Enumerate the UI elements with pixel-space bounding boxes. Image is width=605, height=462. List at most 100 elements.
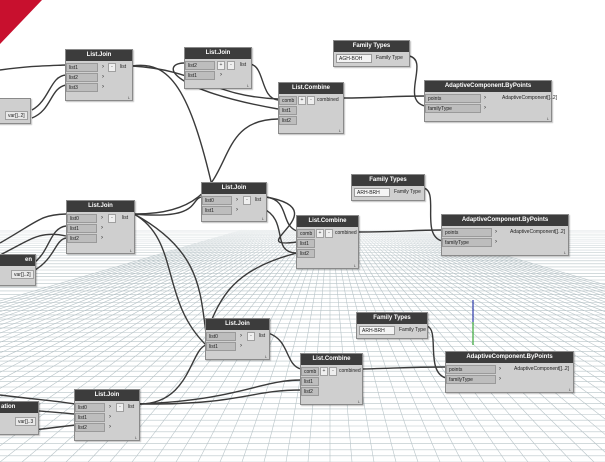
output-port[interactable]: Family Type bbox=[376, 55, 403, 61]
output-port[interactable]: AdaptiveComponent[]..2] bbox=[514, 366, 570, 372]
input-port[interactable]: list1 bbox=[297, 239, 315, 248]
family-type-dropdown[interactable]: ARH-BRH bbox=[354, 188, 390, 197]
input-port[interactable]: familyType bbox=[442, 238, 492, 247]
wire bbox=[0, 64, 67, 71]
node-adaptive-component-2[interactable]: AdaptiveComponent.ByPoints points › Adap… bbox=[441, 214, 569, 256]
grid-line bbox=[0, 229, 284, 389]
output-port[interactable]: combined bbox=[317, 97, 339, 103]
input-port[interactable]: list2 bbox=[301, 387, 319, 396]
lacing-indicator: L bbox=[357, 399, 360, 404]
input-port[interactable]: list1 bbox=[301, 377, 319, 386]
input-port[interactable]: list2 bbox=[185, 61, 215, 70]
node-list-join-2[interactable]: List.Join list2 + - list list1 › L bbox=[184, 47, 252, 89]
node-list-join-5[interactable]: List.Join list0 › - list list1 › L bbox=[205, 318, 270, 360]
wire bbox=[408, 55, 426, 107]
input-port[interactable]: list0 bbox=[67, 214, 97, 223]
input-port[interactable]: list1 bbox=[279, 106, 297, 115]
input-port[interactable]: points bbox=[425, 94, 481, 103]
partial-node-edge-2[interactable]: en var[]..2] bbox=[0, 254, 36, 286]
remove-input-button[interactable]: - bbox=[108, 63, 116, 72]
input-port[interactable]: list1 bbox=[206, 342, 236, 351]
add-input-button[interactable]: + bbox=[316, 229, 324, 238]
input-port[interactable]: list0 bbox=[206, 332, 236, 341]
add-input-button[interactable]: + bbox=[320, 367, 328, 376]
wire bbox=[265, 196, 298, 244]
input-port[interactable]: list0 bbox=[202, 196, 232, 205]
grid-line bbox=[0, 229, 289, 409]
node-title: List.Combine bbox=[301, 354, 362, 365]
grid-line bbox=[0, 229, 254, 316]
partial-node-edge-1[interactable]: var[]..2] bbox=[0, 98, 31, 124]
input-port[interactable]: comb bbox=[279, 96, 297, 105]
grid-line bbox=[0, 229, 271, 348]
add-input-button[interactable]: + bbox=[217, 61, 225, 70]
grid-line bbox=[362, 229, 605, 420]
input-port[interactable]: list3 bbox=[66, 83, 98, 92]
grid-line bbox=[21, 229, 300, 462]
node-list-join-4[interactable]: List.Join list0 › - list list1 › list2 ›… bbox=[66, 200, 135, 254]
node-output[interactable]: var[]..2] bbox=[5, 111, 28, 120]
output-port[interactable]: list bbox=[259, 333, 266, 339]
input-port[interactable]: list2 bbox=[297, 249, 315, 258]
node-family-types-3[interactable]: Family Types ARH-BRH Family Type bbox=[356, 312, 428, 339]
input-port[interactable]: points bbox=[446, 365, 496, 374]
node-output[interactable]: var[]..2] bbox=[11, 270, 34, 279]
input-port[interactable]: familyType bbox=[446, 375, 496, 384]
remove-input-button[interactable]: - bbox=[325, 229, 333, 238]
remove-input-button[interactable]: - bbox=[227, 61, 235, 70]
node-output[interactable]: var[]..3 bbox=[15, 417, 37, 426]
lacing-indicator: L bbox=[338, 128, 341, 133]
output-port[interactable]: list bbox=[122, 215, 129, 221]
node-list-combine-3[interactable]: List.Combine comb + - combined list1 lis… bbox=[300, 353, 363, 405]
grid-line bbox=[391, 229, 605, 320]
output-port[interactable]: list bbox=[240, 62, 247, 68]
remove-input-button[interactable]: - bbox=[108, 214, 116, 223]
node-list-join-6[interactable]: List.Join list0 › - list list1 › list2 ›… bbox=[74, 389, 140, 441]
output-port[interactable]: AdaptiveComponent[]..2] bbox=[502, 95, 558, 101]
output-port[interactable]: combined bbox=[335, 230, 357, 236]
node-list-join-3[interactable]: List.Join list0 › - list list1 › L bbox=[201, 182, 267, 222]
lacing-indicator: L bbox=[563, 250, 566, 255]
input-port[interactable]: list1 bbox=[202, 206, 232, 215]
input-port[interactable]: list2 bbox=[279, 116, 297, 125]
output-port[interactable]: Family Type bbox=[394, 189, 421, 195]
output-port[interactable]: list bbox=[255, 197, 262, 203]
node-adaptive-component-1[interactable]: AdaptiveComponent.ByPoints points › Adap… bbox=[424, 80, 557, 122]
node-adaptive-component-3[interactable]: AdaptiveComponent.ByPoints points › Adap… bbox=[445, 351, 574, 393]
input-port[interactable]: list1 bbox=[67, 224, 97, 233]
output-port[interactable]: AdaptiveComponent[]..2] bbox=[510, 229, 566, 235]
input-port[interactable]: list2 bbox=[75, 423, 105, 432]
input-port[interactable]: comb bbox=[301, 367, 319, 376]
input-port[interactable]: list1 bbox=[66, 63, 98, 72]
grid-line bbox=[389, 229, 605, 324]
input-port[interactable]: comb bbox=[297, 229, 315, 238]
remove-input-button[interactable]: - bbox=[329, 367, 337, 376]
remove-input-button[interactable]: - bbox=[307, 96, 315, 105]
add-input-button[interactable]: + bbox=[298, 96, 306, 105]
output-port[interactable]: list bbox=[120, 64, 127, 70]
input-port[interactable]: familyType bbox=[425, 104, 481, 113]
output-port[interactable]: Family Type bbox=[399, 327, 426, 333]
node-family-types-1[interactable]: Family Types AGH-BOH Family Type bbox=[333, 40, 410, 67]
node-list-combine-1[interactable]: List.Combine comb + - combined list1 lis… bbox=[278, 82, 344, 134]
remove-input-button[interactable]: - bbox=[116, 403, 124, 412]
output-port[interactable]: combined bbox=[339, 368, 361, 374]
input-port[interactable]: list1 bbox=[185, 71, 215, 80]
grid-line bbox=[402, 229, 605, 303]
input-port[interactable]: list2 bbox=[66, 73, 98, 82]
partial-node-edge-3[interactable]: ation var[]..3 bbox=[0, 401, 39, 435]
input-port[interactable]: list1 bbox=[75, 413, 105, 422]
input-port[interactable]: list2 bbox=[67, 234, 97, 243]
chevron-right-icon: › bbox=[236, 197, 238, 203]
remove-input-button[interactable]: - bbox=[247, 332, 255, 341]
node-family-types-2[interactable]: Family Types ARH-BRH Family Type bbox=[351, 174, 425, 201]
node-list-join-1[interactable]: List.Join list1 › - list list2 › list3 ›… bbox=[65, 49, 133, 101]
family-type-dropdown[interactable]: ARH-BRH bbox=[359, 326, 395, 335]
input-port[interactable]: list0 bbox=[75, 403, 105, 412]
node-list-combine-2[interactable]: List.Combine comb + - combined list1 lis… bbox=[296, 215, 359, 269]
remove-input-button[interactable]: - bbox=[243, 196, 251, 205]
family-type-dropdown[interactable]: AGH-BOH bbox=[336, 54, 372, 63]
input-port[interactable]: points bbox=[442, 228, 492, 237]
output-port[interactable]: list bbox=[128, 404, 135, 410]
